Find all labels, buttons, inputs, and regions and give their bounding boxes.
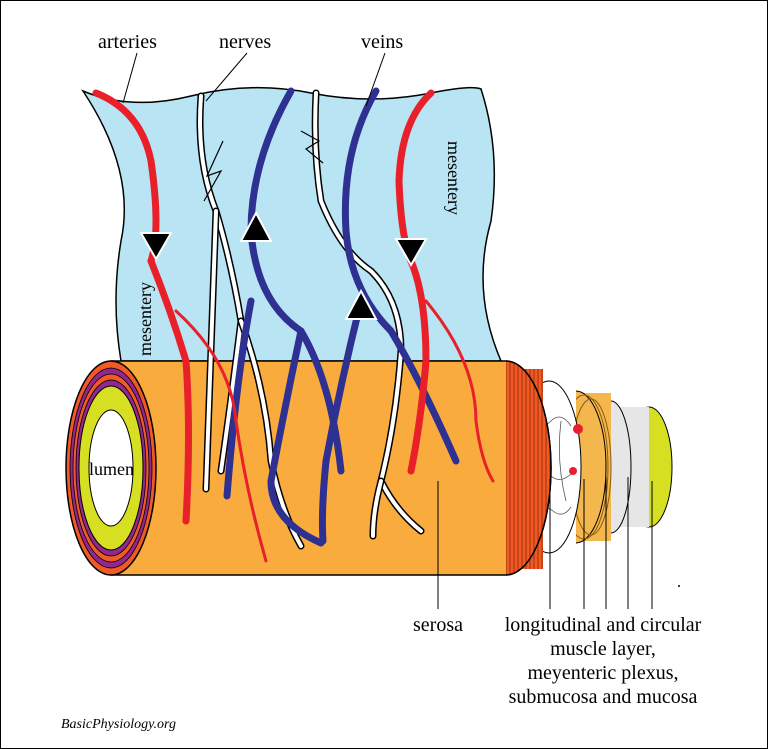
label-veins: veins [361, 31, 403, 53]
label-serosa: serosa [413, 614, 463, 636]
vein-flow-arrow-up-icon [239, 210, 273, 242]
mesentery-sheet [81, 86, 503, 362]
artery-flow-arrow-down-icon-2 [394, 238, 428, 268]
ganglion-1 [573, 424, 583, 434]
label-mesentery-left: mesentery [135, 282, 155, 356]
nerve-zigzag-icons [203, 130, 324, 202]
lumen-opening [88, 409, 134, 527]
label-layers-line-4: submucosa and mucosa [509, 686, 698, 708]
leader-lines [122, 52, 653, 609]
label-mesentery-right: mesentery [444, 141, 464, 215]
artery-flow-arrow-down-icon [139, 232, 173, 262]
vessels [92, 87, 495, 563]
label-lumen: lumen [89, 459, 134, 479]
label-nerves: nerves [219, 31, 271, 53]
label-arteries: arteries [98, 31, 157, 53]
ganglion-2 [569, 467, 577, 475]
tube-cross-section [65, 360, 157, 576]
label-layers-line-1: longitudinal and circular [505, 614, 702, 636]
serosa-tube [111, 360, 552, 576]
vein-flow-arrow-up-icon-2 [344, 288, 378, 320]
label-layers-line-2: muscle layer, [550, 638, 656, 660]
credit-text: BasicPhysiology.org [61, 717, 176, 732]
flow-arrows [139, 210, 428, 320]
label-layers-line-3: meyenteric plexus, [527, 662, 678, 684]
